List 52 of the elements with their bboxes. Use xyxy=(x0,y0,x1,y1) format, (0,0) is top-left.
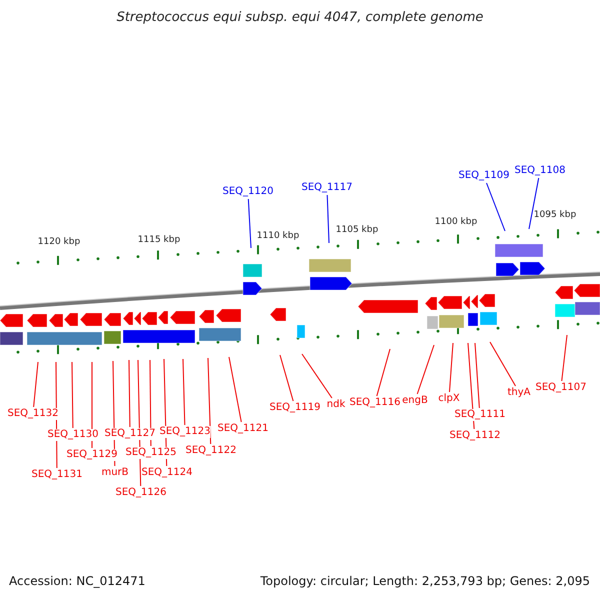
gene-label: SEQ_1117 xyxy=(302,182,352,194)
leader-line xyxy=(376,348,390,396)
genome-summary-text: Topology: circular; Length: 2,253,793 bp; Genes: 2,095 xyxy=(260,574,590,588)
leader-line xyxy=(72,362,74,428)
leader-line xyxy=(448,342,454,392)
axis-tick-label: 1120 kbp xyxy=(38,237,80,247)
gene-label: SEQ_1120 xyxy=(222,186,274,198)
leader-line xyxy=(182,358,186,426)
leader-line xyxy=(228,356,242,422)
leader-line xyxy=(490,342,516,386)
leader-line xyxy=(474,342,480,408)
gene-label: SEQ_1123 xyxy=(160,426,210,438)
axis-tick-label: 1115 kbp xyxy=(138,235,180,245)
gene-label: SEQ_1112 xyxy=(450,430,500,442)
leader-line xyxy=(561,334,568,382)
gene-label: SEQ_1108 xyxy=(514,165,566,177)
leader-line xyxy=(486,182,506,232)
leader-line xyxy=(33,362,38,408)
axis-tick-label: 1095 kbp xyxy=(534,210,576,220)
gene-label: SEQ_1124 xyxy=(142,467,192,479)
leader-line xyxy=(326,194,330,244)
gene-label: SEQ_1130 xyxy=(48,429,98,441)
leader-line xyxy=(280,354,294,402)
axis-tick-label: 1100 kbp xyxy=(434,217,478,227)
gene-label: SEQ_1111 xyxy=(454,409,506,421)
gene-label: SEQ_1107 xyxy=(536,382,586,394)
gene-label: SEQ_1119 xyxy=(270,402,320,414)
leader-line xyxy=(302,354,332,398)
gene-label: thyA xyxy=(507,387,531,399)
leader-line xyxy=(150,360,152,446)
gene-label: SEQ_1132 xyxy=(8,408,58,420)
gene-label: SEQ_1116 xyxy=(350,397,400,409)
gene-label: SEQ_1129 xyxy=(66,449,118,461)
gene-label: SEQ_1125 xyxy=(126,447,176,459)
axis-tick-label: 1110 kbp xyxy=(256,231,300,241)
gene-label: SEQ_1126 xyxy=(116,487,166,499)
gene-label: SEQ_1109 xyxy=(458,170,510,182)
axis-tick-label: 1105 kbp xyxy=(336,225,378,235)
gene-label: SEQ_1122 xyxy=(186,445,236,457)
leader-line xyxy=(416,344,434,394)
accession-text: Accession: NC_012471 xyxy=(9,574,146,588)
gene-label: SEQ_1131 xyxy=(32,469,82,481)
gene-label: SEQ_1127 xyxy=(104,428,156,440)
leader-line xyxy=(128,360,130,428)
leader-line xyxy=(528,178,540,230)
leader-line xyxy=(208,358,212,444)
gene-label: SEQ_1121 xyxy=(218,423,268,435)
leader-line xyxy=(468,342,475,430)
gene-label: engB xyxy=(402,395,428,407)
title: Streptococcus equi subsp. equi 4047, complete genome xyxy=(116,10,484,25)
gene-label: clpX xyxy=(438,393,460,405)
leader-line xyxy=(248,198,252,248)
